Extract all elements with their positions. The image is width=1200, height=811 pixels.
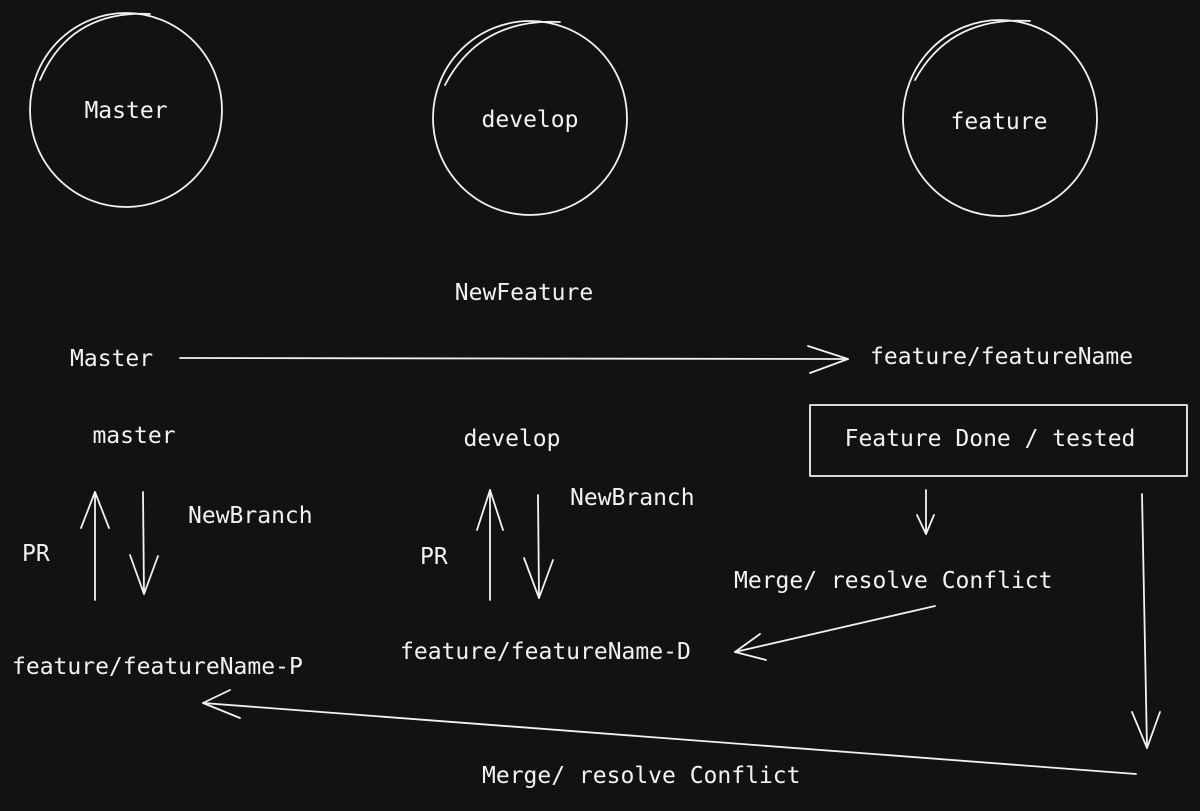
- develop-newbranch-arrowhead: [523, 557, 554, 599]
- master-newbranch-arrow: [142, 491, 145, 595]
- merge-develop-label: Merge/ resolve Conflict: [734, 568, 1053, 594]
- new-branch-develop-label: NewBranch: [570, 485, 695, 511]
- merge-to-master-arrow: [202, 702, 1137, 775]
- new-feature-label: NewFeature: [455, 280, 593, 306]
- pr-develop-label: PR: [420, 544, 448, 570]
- circle-feature-label: feature: [951, 109, 1048, 135]
- merge-master-label: Merge/ resolve Conflict: [482, 763, 801, 789]
- develop-circle: [432, 20, 628, 216]
- develop-pr-arrowhead: [476, 489, 504, 531]
- master-circle-overlap: [39, 12, 151, 81]
- develop-circle-overlap: [444, 20, 561, 86]
- pr-master-label: PR: [22, 541, 50, 567]
- master-origin-label: Master: [70, 346, 153, 372]
- feature-d-label: feature/featureName-D: [400, 639, 691, 665]
- master-to-feature-arrow: [179, 357, 849, 360]
- merge-to-master-arrowhead: [202, 689, 241, 719]
- feature-circle-overlap: [914, 19, 1031, 81]
- right-down-arrowhead: [1131, 711, 1161, 749]
- feature-done-label: Feature Done / tested: [845, 426, 1136, 452]
- right-down-arrow: [1141, 493, 1148, 749]
- merge-to-develop-arrow: [734, 605, 936, 653]
- feature-p-label: feature/featureName-P: [12, 654, 303, 680]
- new-branch-master-label: NewBranch: [188, 503, 313, 529]
- develop-bottom-label: develop: [464, 426, 561, 452]
- feature-done-box: [809, 404, 1188, 477]
- master-newbranch-arrowhead: [129, 554, 159, 595]
- circle-develop-label: develop: [482, 107, 579, 133]
- master-bottom-label: master: [92, 423, 175, 449]
- develop-newbranch-arrow: [537, 494, 540, 599]
- circle-master-label: Master: [84, 98, 167, 124]
- master-circle: [29, 12, 223, 208]
- feature-done-down-arrowhead: [916, 514, 935, 535]
- feature-branch-label: feature/featureName: [870, 344, 1133, 370]
- merge-to-develop-arrowhead: [734, 633, 767, 661]
- master-pr-arrowhead: [80, 491, 110, 529]
- feature-circle: [902, 19, 1098, 217]
- master-to-feature-arrowhead: [807, 345, 849, 374]
